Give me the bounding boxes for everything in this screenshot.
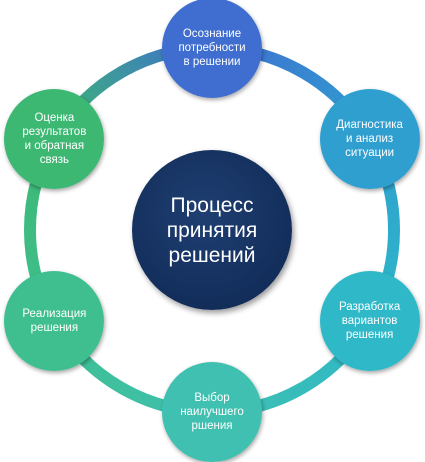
node-evaluation-label: Оценка результатов и обратная связь — [22, 112, 87, 166]
node-diagnostics: Диагностика и анализ ситуации — [319, 89, 420, 189]
center-node: Процесс принятия решений — [132, 150, 292, 310]
node-diagnostics-label: Диагностика и анализ ситуации — [336, 119, 403, 159]
node-evaluation: Оценка результатов и обратная связь — [4, 89, 105, 189]
node-development: Разработка вариантов решения — [319, 271, 420, 371]
node-selection: Выбор наилучшего ршения — [162, 362, 262, 462]
node-implementation: Реализация решения — [4, 271, 105, 371]
center-label: Процесс принятия решений — [166, 193, 258, 267]
node-awareness: Осознание потребности в решении — [162, 0, 262, 98]
node-awareness-label: Осознание потребности в решении — [178, 28, 246, 68]
node-selection-label: Выбор наилучшего ршения — [180, 392, 244, 432]
node-development-label: Разработка вариантов решения — [338, 301, 401, 341]
node-implementation-label: Реализация решения — [22, 308, 87, 334]
